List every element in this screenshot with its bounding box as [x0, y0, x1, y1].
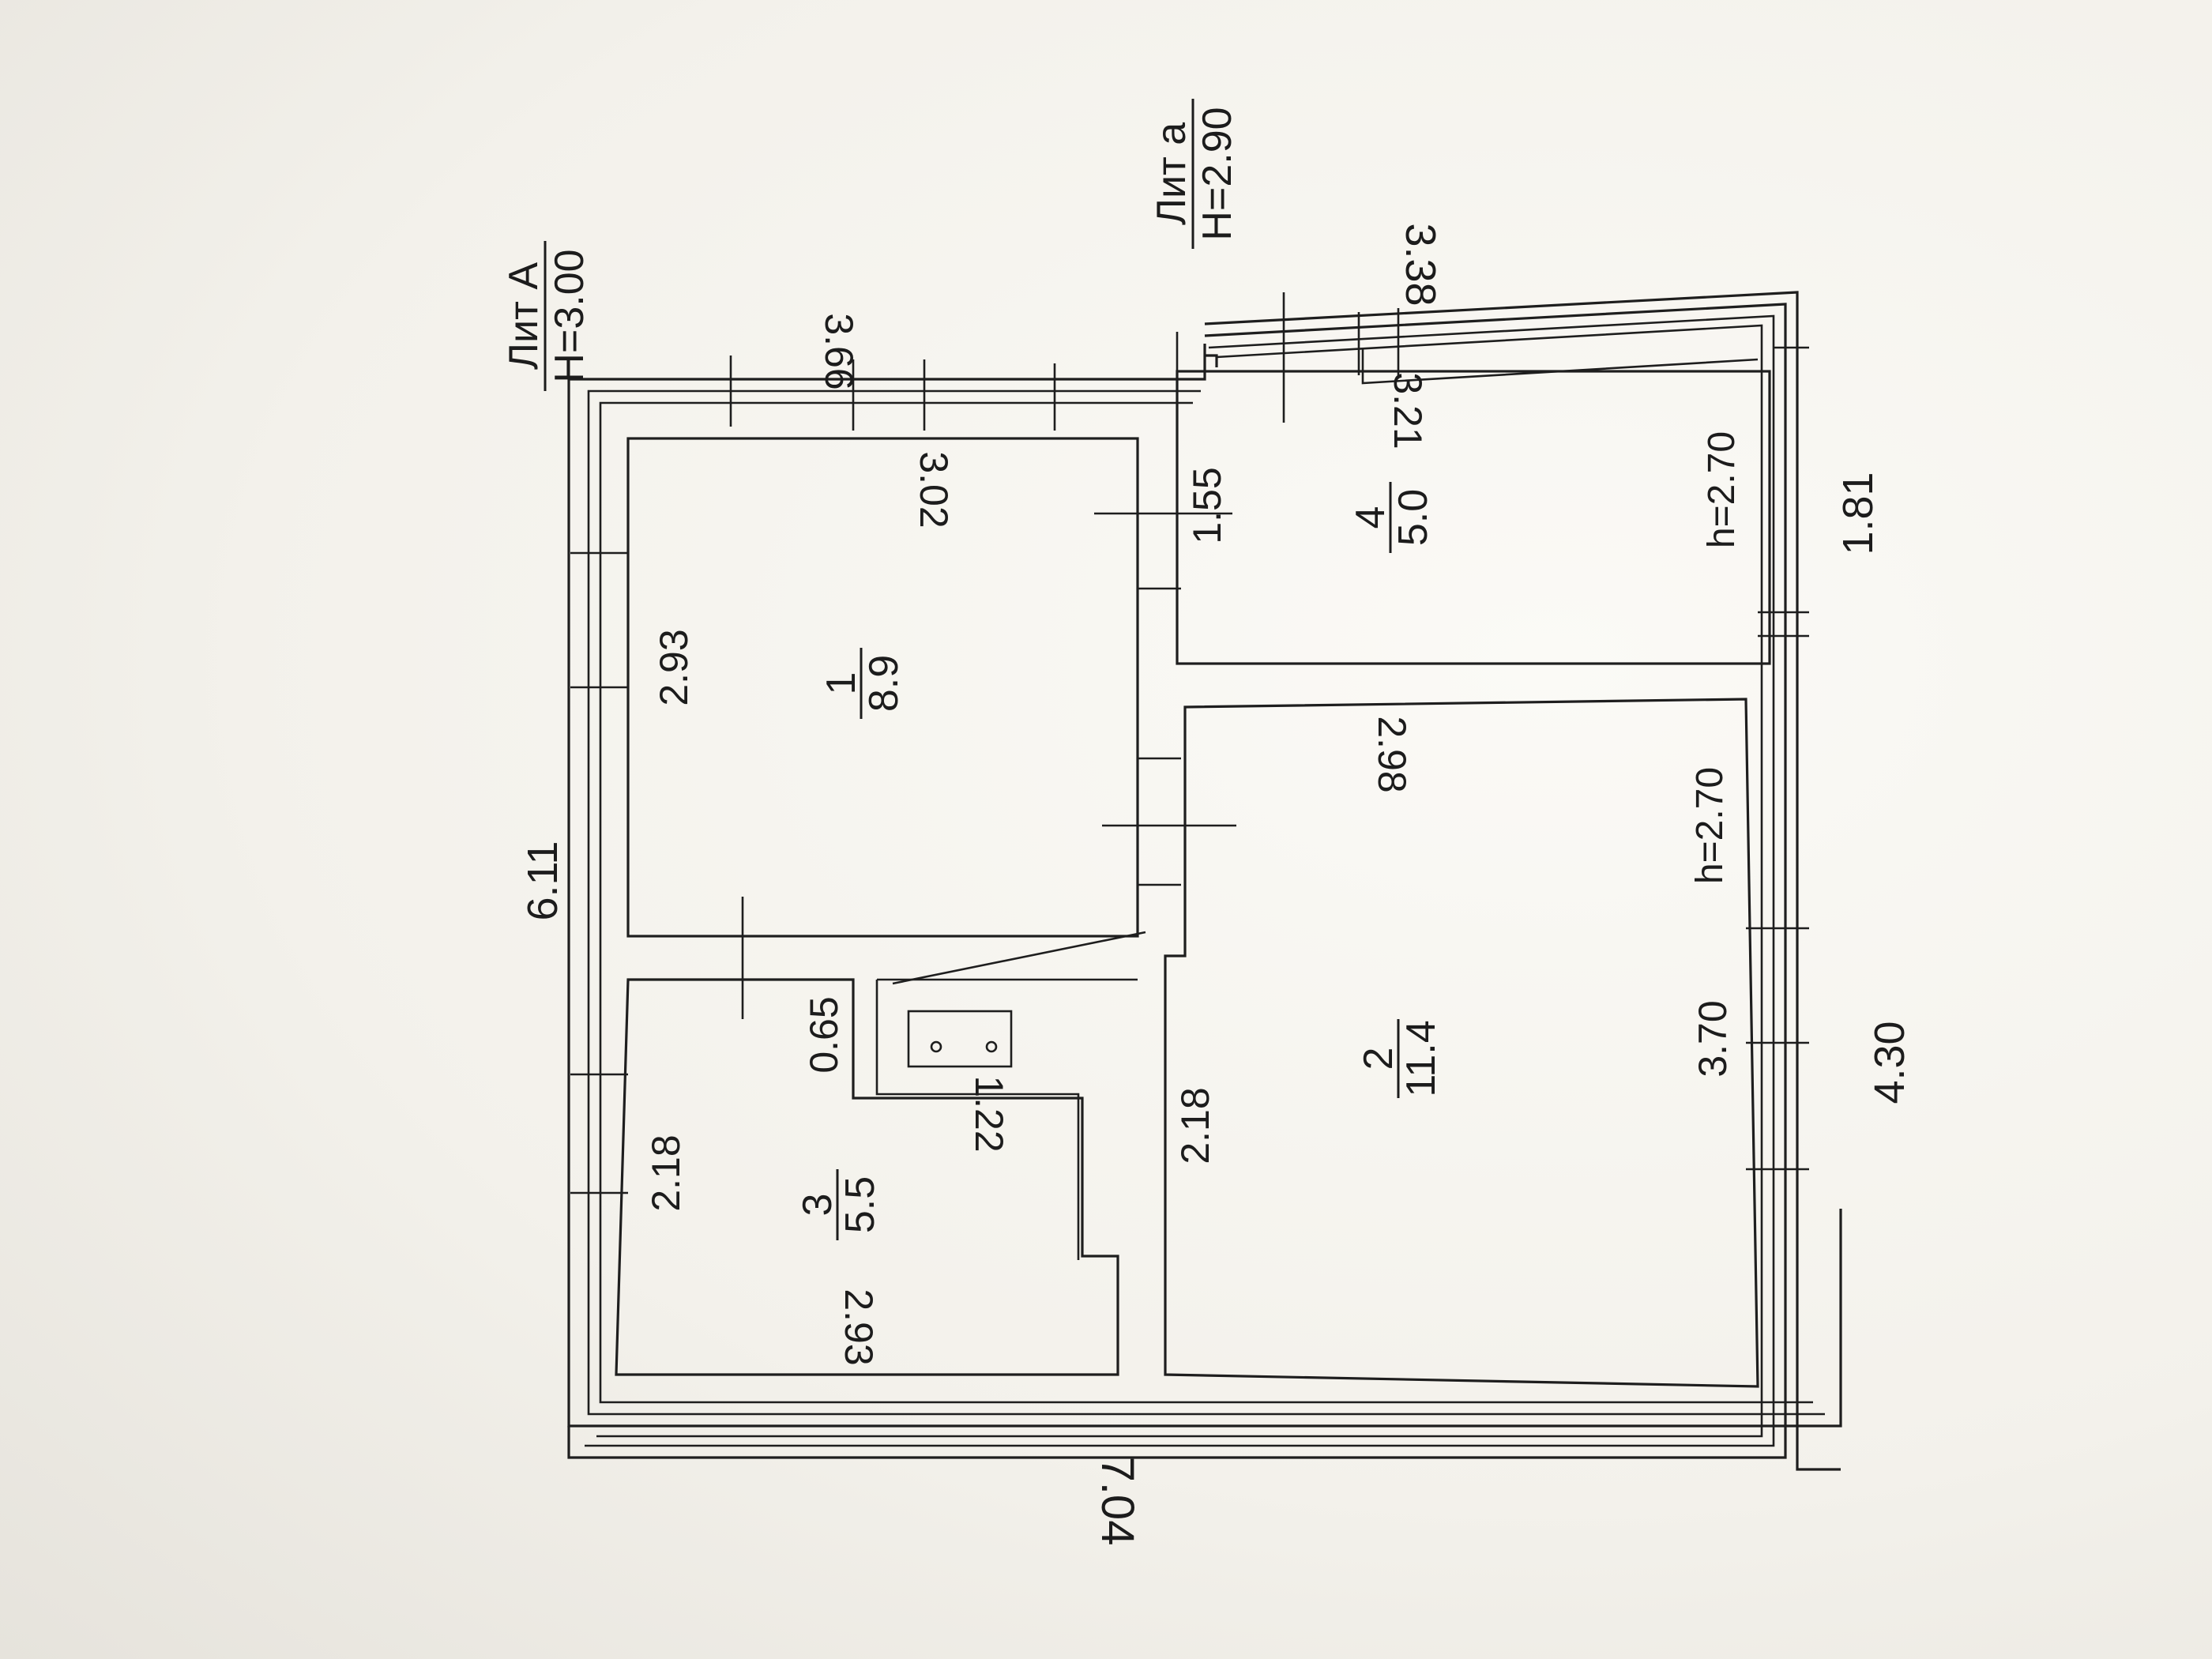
room-4-area: 5.0	[1390, 489, 1436, 546]
lit-a-annex-name: Лит а	[1149, 122, 1194, 225]
room-2-dim-b: 3.70	[1691, 1000, 1735, 1077]
room-3-number: 3	[795, 1194, 841, 1217]
room-1-dim-b: 3.02	[912, 451, 956, 528]
room-2-dim-a: 2.18	[1173, 1087, 1217, 1164]
dim-top-annex: 3.38	[1397, 223, 1444, 306]
stove-burner	[985, 1040, 998, 1053]
room-2-area: 11.4	[1398, 1020, 1444, 1097]
dim-left: 7.04	[1092, 1457, 1143, 1546]
dim-main-thickness: 3.66	[817, 313, 861, 389]
room-3-area: 5.5	[837, 1176, 883, 1233]
stove-burner	[930, 1040, 942, 1053]
opening-marks	[570, 292, 1809, 1194]
dim-top-main: 6.11	[519, 841, 566, 920]
room-4-dim-a: 1.55	[1185, 467, 1229, 544]
stove	[907, 1010, 1013, 1068]
room-2-number: 2	[1356, 1048, 1401, 1070]
room-1-dim-a: 2.93	[652, 629, 696, 705]
diagonal-line	[892, 931, 1146, 985]
main-house-walls	[567, 344, 1842, 1428]
room-2	[1164, 698, 1759, 1388]
lit-a-main-height: H=3.00	[547, 249, 592, 382]
annex-walls	[567, 291, 1841, 1471]
room-2-dim-c: 2.98	[1370, 716, 1414, 792]
room-4	[1176, 370, 1771, 665]
dim-closet-width: 1.22	[967, 1075, 1011, 1152]
room-2-height: h=2.70	[1689, 767, 1731, 884]
room-1-area: 8.9	[861, 655, 907, 712]
labels: Лит А H=3.00 Лит а H=2.90 6.11 3.38 7.04…	[501, 99, 1913, 1545]
room-4-dim-b: 3.21	[1386, 372, 1430, 449]
room-3-dim-b: 2.93	[837, 1288, 881, 1365]
closet-niche	[875, 980, 1080, 1260]
lit-a-annex-height: H=2.90	[1194, 107, 1240, 240]
lit-a-main-name: Лит А	[501, 262, 547, 370]
dim-bottom-annex: 1.81	[1834, 472, 1882, 555]
room-4-number: 4	[1348, 506, 1394, 529]
room-3	[615, 978, 1119, 1376]
room-1-number: 1	[818, 672, 864, 695]
dim-closet-depth: 0.65	[802, 996, 846, 1073]
room-3-dim-a: 2.18	[644, 1134, 688, 1211]
room-4-height: h=2.70	[1701, 431, 1743, 548]
dim-bottom-right: 4.30	[1866, 1021, 1913, 1104]
